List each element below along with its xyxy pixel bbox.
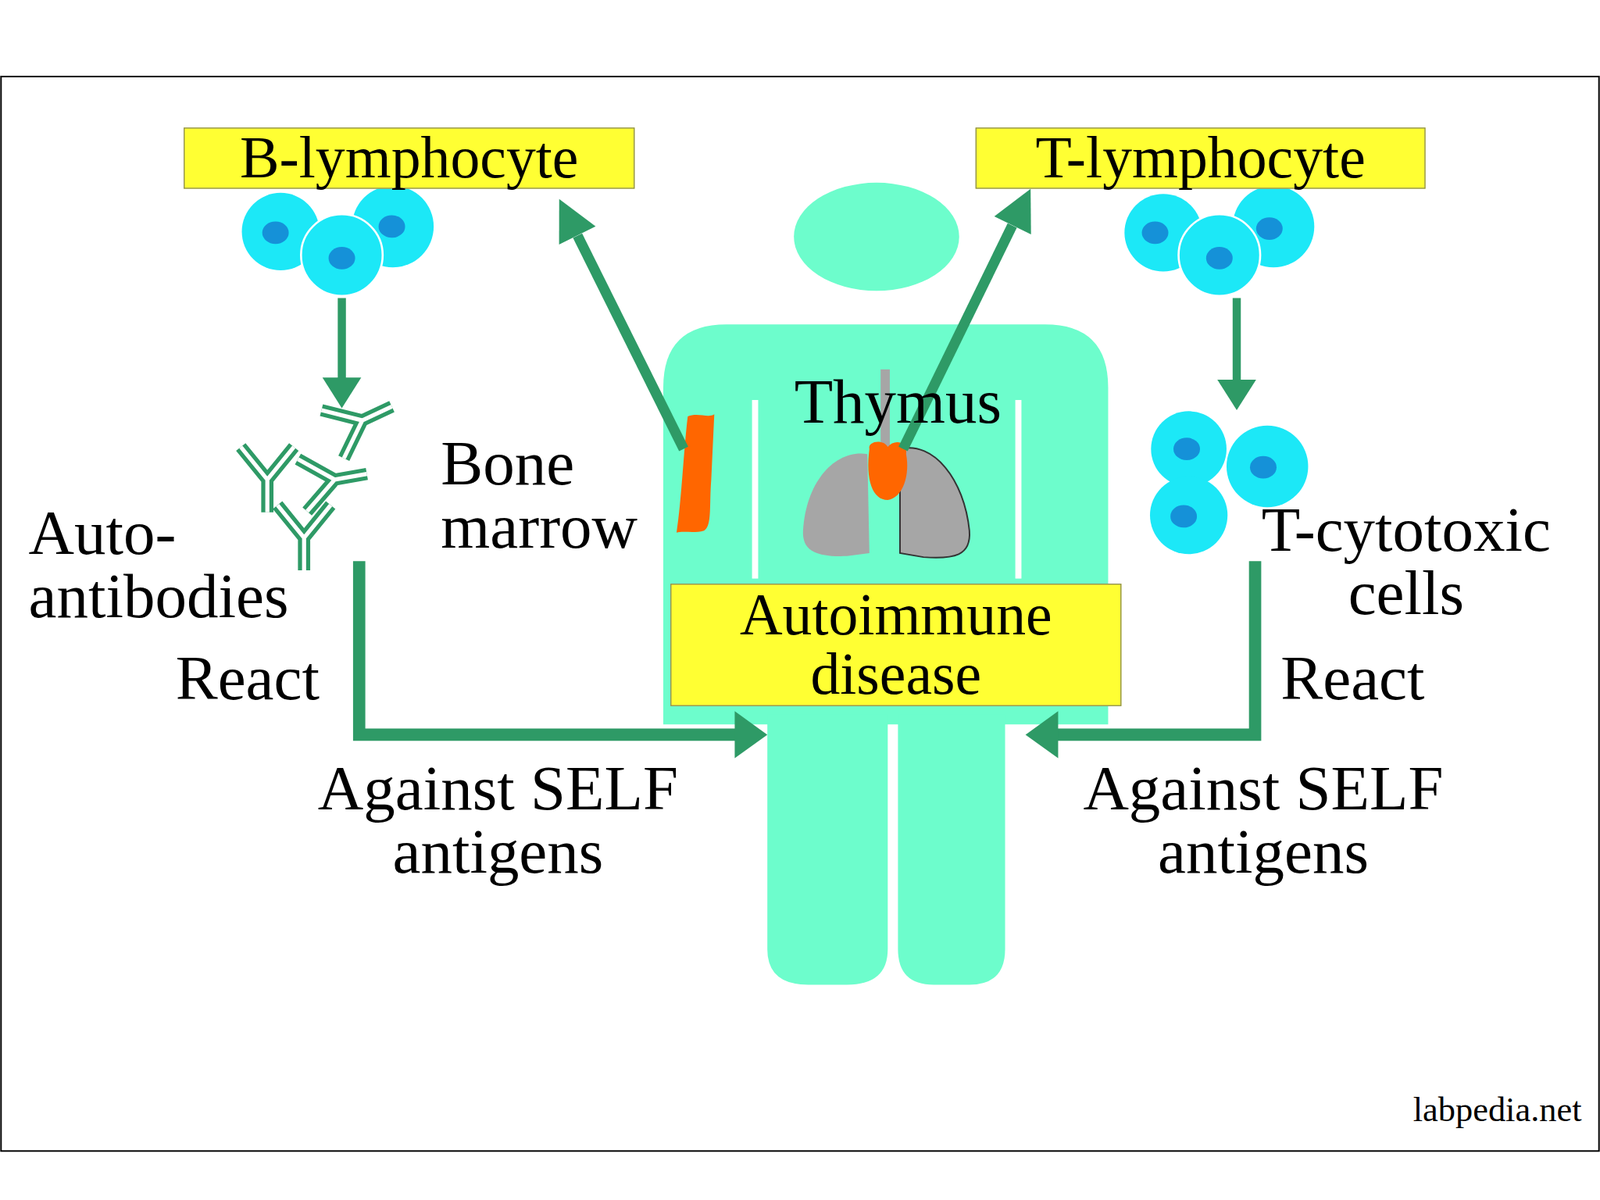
cell [1178,214,1261,296]
t-cells [1124,185,1315,297]
cell [1150,476,1228,554]
arrow-head [1217,379,1257,411]
antibodies [240,382,404,571]
cell [300,214,383,296]
nucleus [1206,246,1233,270]
target-label: Against SELF antigens [283,756,713,883]
nucleus [262,221,290,244]
arrow-line [1232,297,1241,382]
arrow-line [337,297,346,379]
arrow-line [577,235,684,450]
nucleus [1256,217,1283,240]
arrow-head [734,710,768,758]
arm-gap [752,400,759,579]
figure-head [793,182,960,291]
cell-label: T-cytotoxic cells [1237,497,1575,625]
b-cells [242,185,435,297]
antibody [297,447,372,511]
target-label: Against SELF antigens [1049,756,1479,883]
nucleus [328,246,356,270]
cell [1150,410,1227,487]
arrow-head [994,189,1032,235]
box-text: T-lymphocyte [1035,128,1366,189]
arrow-head [1025,710,1059,758]
nucleus [1170,505,1197,529]
thymus-shape [867,441,908,500]
nucleus [1142,221,1169,244]
figure-leg [897,714,1005,985]
cell-type-box: T-lymphocyte [975,127,1426,189]
disease-box: Autoimmune disease [670,583,1122,707]
watermark: labpedia.net [1326,1092,1583,1128]
nucleus [1250,456,1277,479]
arrow-head [322,377,362,408]
action-label: React [175,646,360,710]
action-label: React [1280,646,1465,710]
frame [0,76,1599,1151]
lung [900,447,970,558]
antibody [277,505,331,572]
antibody [240,446,294,513]
cell-label: Auto- antibodies [28,500,336,628]
box-text: Autoimmune disease [671,585,1121,705]
arrow-head [559,199,597,245]
organ-label: Thymus [750,369,1047,433]
arm-gap [1015,400,1022,579]
organ-label: Bone marrow [440,431,675,558]
lung [803,453,870,557]
arrows [322,189,1257,759]
box-text: B-lymphocyte [239,128,579,189]
figure-leg [767,714,888,985]
cell-type-box: B-lymphocyte [183,127,635,189]
nucleus [1173,437,1200,461]
bone-marrow-shape [676,414,715,533]
nucleus [378,215,406,239]
cell [1226,425,1308,508]
